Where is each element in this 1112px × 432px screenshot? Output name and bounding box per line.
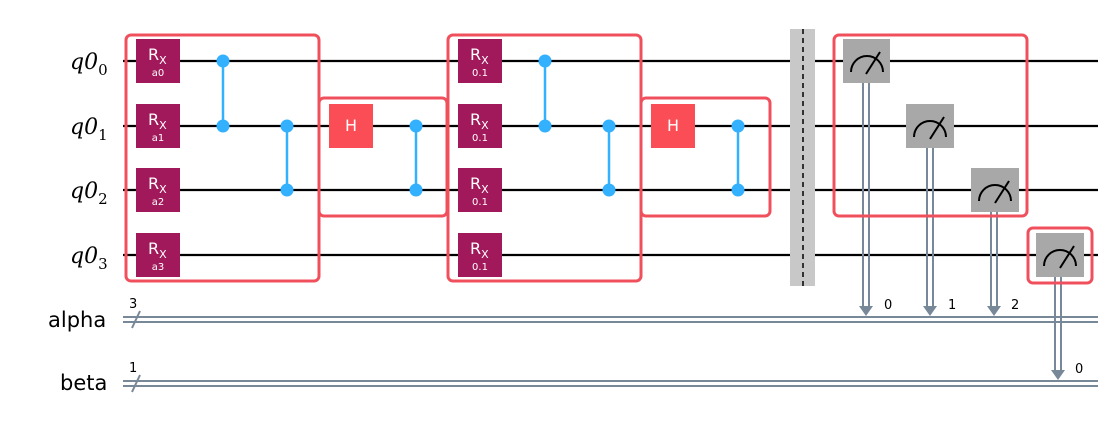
measure-bit-label-0: 0 bbox=[884, 298, 892, 313]
cz-gate-l2-q0-q1 bbox=[538, 54, 552, 133]
svg-text:0.1: 0.1 bbox=[472, 262, 488, 273]
cz-gate-l2b-q1-q2 bbox=[731, 119, 745, 197]
cz-gate-l1b-q1-q2 bbox=[409, 119, 423, 197]
cz-gate-l2-q1-q2 bbox=[602, 119, 616, 197]
measure-bit-label-1: 1 bbox=[948, 298, 956, 313]
barrier bbox=[790, 29, 815, 286]
svg-text:RX: RX bbox=[470, 239, 489, 261]
beta-size: 1 bbox=[129, 361, 137, 376]
svg-text:a1: a1 bbox=[152, 133, 165, 144]
highlight-box-measure bbox=[832, 33, 1029, 218]
qubit-label-1: q01 bbox=[70, 115, 108, 144]
svg-text:RX: RX bbox=[470, 110, 489, 132]
svg-text:0.1: 0.1 bbox=[472, 133, 488, 144]
rx-gate-l2-q1: RX 0.1 bbox=[458, 104, 502, 148]
svg-text:a3: a3 bbox=[152, 262, 165, 273]
clbit-label-beta: beta bbox=[60, 371, 107, 395]
alpha-bundle-slash bbox=[131, 310, 141, 329]
rx-gate-l2-q2: RX 0.1 bbox=[458, 168, 502, 212]
svg-text:RX: RX bbox=[470, 45, 489, 67]
alpha-size: 3 bbox=[129, 297, 137, 312]
clbit-label-alpha: alpha bbox=[48, 308, 106, 332]
cz-gate-l1-q0-q1 bbox=[216, 54, 230, 133]
rx-gate-l1-q2: RX a2 bbox=[136, 168, 180, 212]
svg-text:a2: a2 bbox=[152, 197, 165, 208]
measure-q3 bbox=[1036, 233, 1084, 380]
beta-bundle-slash bbox=[131, 374, 141, 393]
measure-q2 bbox=[971, 168, 1019, 316]
measure-bit-label-3: 0 bbox=[1075, 362, 1083, 377]
svg-text:RX: RX bbox=[148, 239, 167, 261]
qubit-label-3: q03 bbox=[70, 244, 108, 273]
highlight-box-measure-q3 bbox=[1026, 226, 1094, 285]
svg-text:H: H bbox=[345, 116, 357, 135]
h-gate-l2-q1: H bbox=[651, 104, 695, 148]
svg-text:0.1: 0.1 bbox=[472, 197, 488, 208]
svg-text:a0: a0 bbox=[152, 68, 165, 79]
measure-q1 bbox=[906, 104, 954, 316]
svg-text:RX: RX bbox=[148, 45, 167, 67]
highlight-box-h2 bbox=[639, 96, 772, 218]
rx-gate-l1-q3: RX a3 bbox=[136, 233, 180, 277]
rx-gate-l1-q0: RX a0 bbox=[136, 39, 180, 83]
measure-q0 bbox=[843, 39, 890, 316]
cz-gate-l1-q1-q2 bbox=[280, 119, 294, 197]
measure-bit-label-2: 2 bbox=[1011, 298, 1019, 313]
svg-text:RX: RX bbox=[148, 174, 167, 196]
rx-gate-l2-q3: RX 0.1 bbox=[458, 233, 502, 277]
svg-text:0.1: 0.1 bbox=[472, 68, 488, 79]
rx-gate-l1-q1: RX a1 bbox=[136, 104, 180, 148]
svg-text:RX: RX bbox=[470, 174, 489, 196]
svg-text:H: H bbox=[667, 116, 679, 135]
qubit-label-2: q02 bbox=[70, 179, 108, 208]
qubit-label-0: q00 bbox=[70, 50, 108, 79]
svg-text:RX: RX bbox=[148, 110, 167, 132]
h-gate-l1-q1: H bbox=[329, 104, 373, 148]
rx-gate-l2-q0: RX 0.1 bbox=[458, 39, 502, 83]
